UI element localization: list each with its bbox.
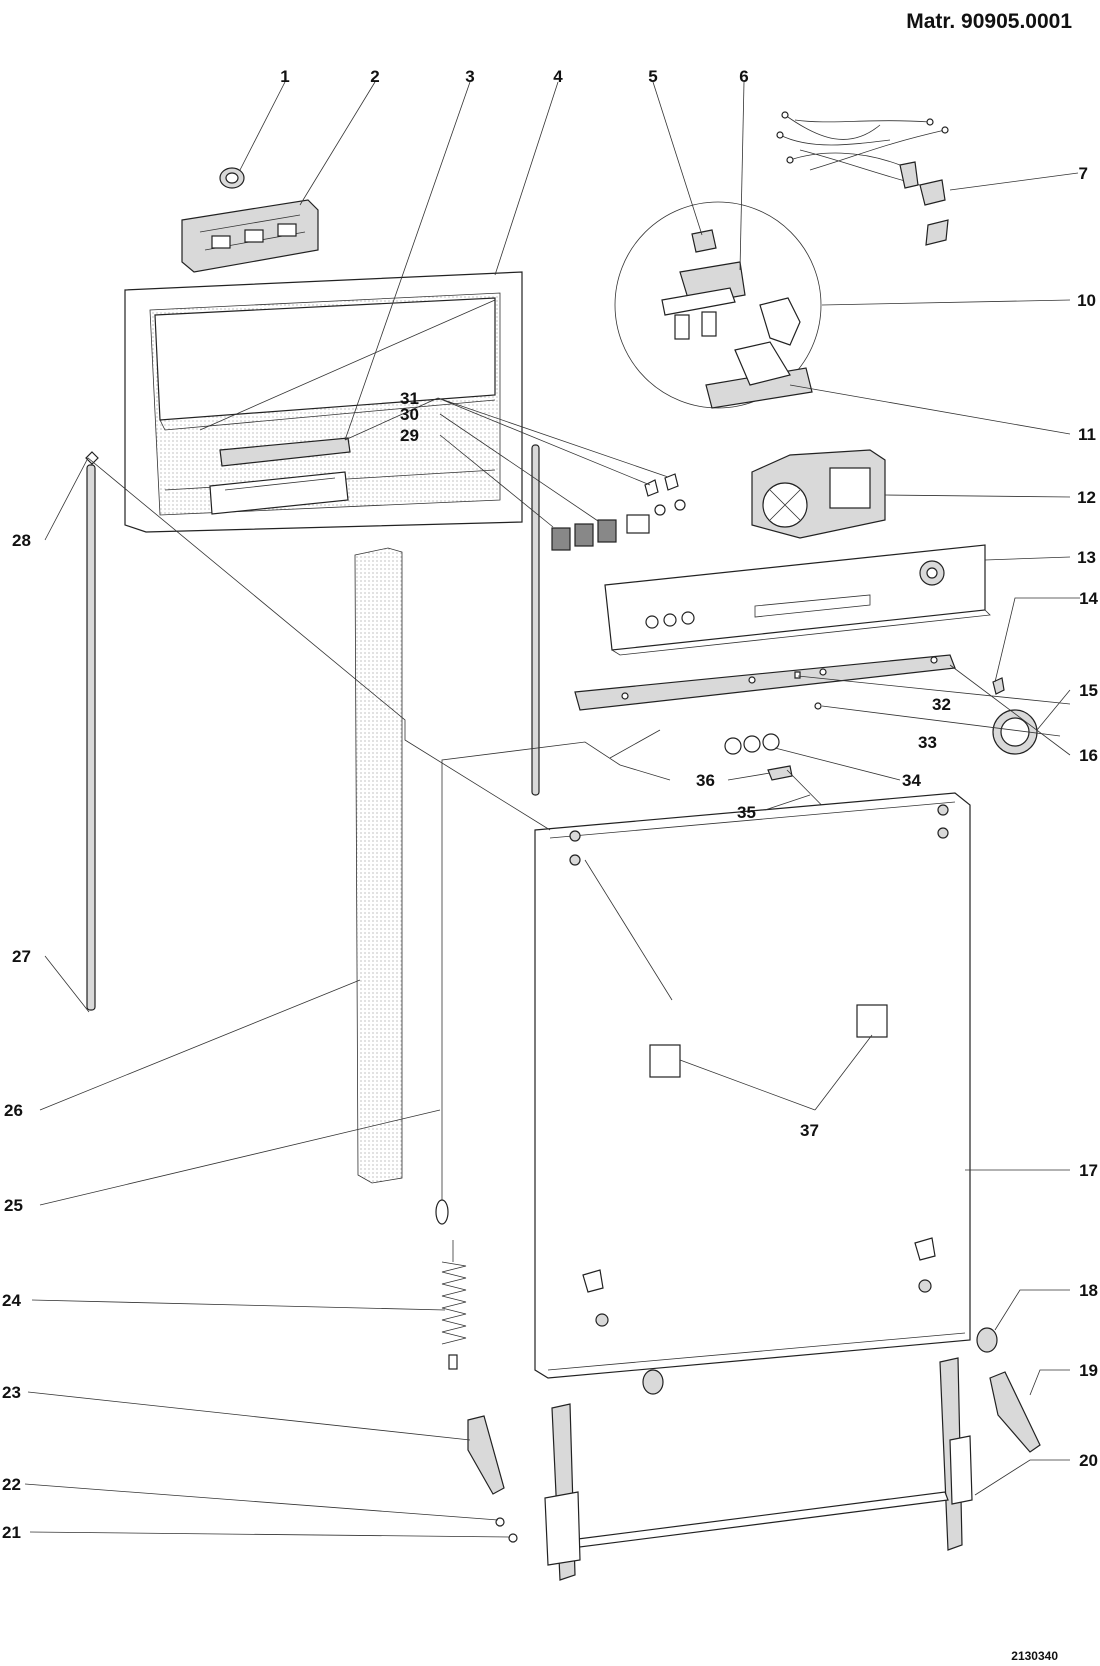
- part-19-hinge-right: [989, 1371, 1041, 1453]
- door-side-strip: [531, 444, 540, 796]
- callout-14: 14: [1079, 589, 1098, 608]
- parts-21-22-screws: [495, 1517, 518, 1543]
- detail-circle-10: [614, 201, 822, 409]
- part-24-spring: [441, 1240, 467, 1370]
- callout-36: 36: [696, 771, 715, 790]
- part-28-screw: [85, 451, 99, 465]
- part-18-bumper: [642, 1327, 998, 1395]
- leader-lines: [24, 81, 1080, 1538]
- callout-30: 30: [400, 405, 419, 424]
- callout-20: 20: [1079, 1451, 1098, 1470]
- part-3-handle: [209, 437, 351, 515]
- callout-35: 35: [737, 803, 756, 822]
- callout-28: 28: [12, 531, 31, 550]
- part-2-control-block: [181, 199, 319, 273]
- callout-33: 33: [918, 733, 937, 752]
- callout-5: 5: [648, 67, 657, 86]
- part-25-cable: [435, 729, 671, 1225]
- part-17-outer-door-panel: [534, 792, 971, 1379]
- callout-25: 25: [4, 1196, 23, 1215]
- part-7-wiring-harness: [776, 111, 949, 246]
- drawing-code: 2130340: [1011, 1649, 1058, 1663]
- part-26-insulation-panel: [354, 547, 403, 1184]
- callout-23: 23: [2, 1383, 21, 1402]
- callout-11: 11: [1078, 425, 1096, 444]
- callout-19: 19: [1079, 1361, 1098, 1380]
- callout-4: 4: [553, 67, 563, 86]
- part-1-knob: [219, 167, 245, 189]
- callout-27: 27: [12, 947, 31, 966]
- callout-12: 12: [1077, 488, 1096, 507]
- callout-21: 21: [2, 1523, 21, 1542]
- callout-31: 31: [400, 389, 419, 408]
- callout-26: 26: [4, 1101, 23, 1120]
- callout-24: 24: [2, 1291, 21, 1310]
- callout-16: 16: [1079, 746, 1098, 765]
- parts-14-15-knob: [992, 677, 1038, 755]
- parts-32-33-34-lenses: [724, 671, 822, 755]
- callout-29: 29: [400, 426, 419, 445]
- callout-22: 22: [2, 1475, 21, 1494]
- part-16-trim-strip: [574, 654, 956, 711]
- callout-2: 2: [370, 67, 379, 86]
- callout-37: 37: [800, 1121, 819, 1140]
- part-20-hinge-frame: [544, 1357, 973, 1581]
- callout-labels: 1 2 3 4 5 6 7 10 11 12 13 14 15 16 17 18…: [2, 67, 1099, 1542]
- part-13-control-panel: [604, 544, 991, 656]
- callout-6: 6: [739, 67, 748, 86]
- callout-32: 32: [932, 695, 951, 714]
- parts-29-30-31-buttons: [551, 473, 686, 551]
- callout-10: 10: [1077, 291, 1096, 310]
- callout-7: 7: [1079, 164, 1088, 183]
- callout-15: 15: [1079, 681, 1098, 700]
- callout-13: 13: [1077, 548, 1096, 567]
- callout-34: 34: [902, 771, 921, 790]
- part-23-hinge-left: [467, 1415, 505, 1495]
- callout-3: 3: [465, 67, 474, 86]
- callout-17: 17: [1079, 1161, 1098, 1180]
- callout-18: 18: [1079, 1281, 1098, 1300]
- part-27-seal-strip: [86, 464, 96, 1011]
- callout-1: 1: [280, 67, 289, 86]
- part-12-timer: [751, 449, 886, 539]
- model-number-title: Matr. 90905.0001: [906, 10, 1072, 33]
